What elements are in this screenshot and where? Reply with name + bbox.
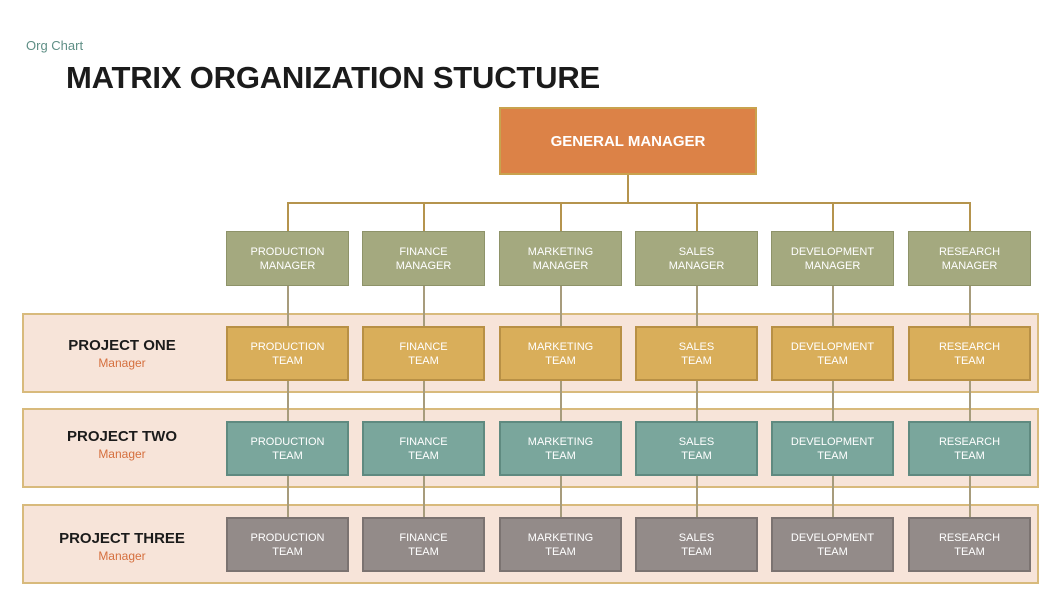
connector-drop-6 xyxy=(969,202,971,231)
box-label-line2: TEAM xyxy=(408,449,439,462)
project-three-label: PROJECT THREE Manager xyxy=(22,530,222,564)
connector-drop-1 xyxy=(287,202,289,231)
box-label-line1: PRODUCTION xyxy=(250,340,325,353)
supertitle: Org Chart xyxy=(26,38,84,53)
box-label-line1: SALES xyxy=(678,340,715,353)
project-name: PROJECT THREE xyxy=(59,530,185,547)
box-label-line2: TEAM xyxy=(408,354,439,367)
column-connector-1 xyxy=(287,286,289,518)
box-label-line1: DEVELOPMENT xyxy=(790,531,875,544)
column-connector-4 xyxy=(696,286,698,518)
box-label-line2: TEAM xyxy=(272,449,303,462)
box-label-line2: TEAM xyxy=(817,449,848,462)
project-one-label: PROJECT ONE Manager xyxy=(22,337,222,371)
project-role: Manager xyxy=(98,549,146,563)
box-label-line1: MARKETING xyxy=(527,531,594,544)
box-label-line2: MANAGER xyxy=(804,259,861,272)
connector-gm-down xyxy=(627,175,629,204)
box-label-line2: TEAM xyxy=(545,449,576,462)
box-label-line2: TEAM xyxy=(545,545,576,558)
box-label-line1: PRODUCTION xyxy=(250,531,325,544)
box-label-line1: MARKETING xyxy=(527,245,594,258)
column-connector-6 xyxy=(969,286,971,518)
box-label-line1: RESEARCH xyxy=(938,245,1001,258)
box-label-line2: TEAM xyxy=(681,449,712,462)
box-label-line1: DEVELOPMENT xyxy=(790,340,875,353)
box-label-line1: MARKETING xyxy=(527,340,594,353)
project-role: Manager xyxy=(98,356,146,370)
box-label-line2: MANAGER xyxy=(259,259,316,272)
box-label-line1: DEVELOPMENT xyxy=(790,435,875,448)
connector-drop-5 xyxy=(832,202,834,231)
box-label-line1: FINANCE xyxy=(399,245,448,258)
project-name: PROJECT TWO xyxy=(66,428,177,445)
box-label-line2: TEAM xyxy=(954,449,985,462)
box-label-line1: FINANCE xyxy=(399,531,448,544)
project-name: PROJECT ONE xyxy=(68,337,176,354)
box-label-line2: TEAM xyxy=(954,354,985,367)
general-manager-box: GENERAL MANAGER xyxy=(499,107,757,175)
box-label-line2: TEAM xyxy=(817,354,848,367)
box-label-line1: MARKETING xyxy=(527,435,594,448)
box-label-line2: TEAM xyxy=(954,545,985,558)
project-two-label: PROJECT TWO Manager xyxy=(22,428,222,462)
box-label-line2: MANAGER xyxy=(941,259,998,272)
box-label-line1: PRODUCTION xyxy=(250,245,325,258)
box-label-line2: TEAM xyxy=(408,545,439,558)
column-connector-2 xyxy=(423,286,425,518)
box-label-line2: TEAM xyxy=(272,545,303,558)
connector-horizontal xyxy=(288,202,971,204)
box-label-line1: RESEARCH xyxy=(938,435,1001,448)
column-connector-5 xyxy=(832,286,834,518)
box-label-line1: FINANCE xyxy=(399,435,448,448)
page-title: MATRIX ORGANIZATION STUCTURE xyxy=(66,60,600,95)
general-manager-label: GENERAL MANAGER xyxy=(550,132,706,150)
box-label-line1: SALES xyxy=(678,435,715,448)
box-label-line1: SALES xyxy=(678,531,715,544)
connector-drop-4 xyxy=(696,202,698,231)
box-label-line1: RESEARCH xyxy=(938,340,1001,353)
box-label-line2: TEAM xyxy=(681,354,712,367)
project-role: Manager xyxy=(98,447,146,461)
connector-drop-3 xyxy=(560,202,562,231)
box-label-line2: TEAM xyxy=(817,545,848,558)
box-label-line2: MANAGER xyxy=(395,259,452,272)
box-label-line2: TEAM xyxy=(681,545,712,558)
box-label-line2: TEAM xyxy=(272,354,303,367)
box-label-line1: SALES xyxy=(678,245,715,258)
box-label-line2: MANAGER xyxy=(532,259,589,272)
box-label-line1: DEVELOPMENT xyxy=(790,245,875,258)
box-label-line2: MANAGER xyxy=(668,259,725,272)
box-label-line2: TEAM xyxy=(545,354,576,367)
box-label-line1: RESEARCH xyxy=(938,531,1001,544)
column-connector-3 xyxy=(560,286,562,518)
box-label-line1: FINANCE xyxy=(399,340,448,353)
connector-drop-2 xyxy=(423,202,425,231)
box-label-line1: PRODUCTION xyxy=(250,435,325,448)
